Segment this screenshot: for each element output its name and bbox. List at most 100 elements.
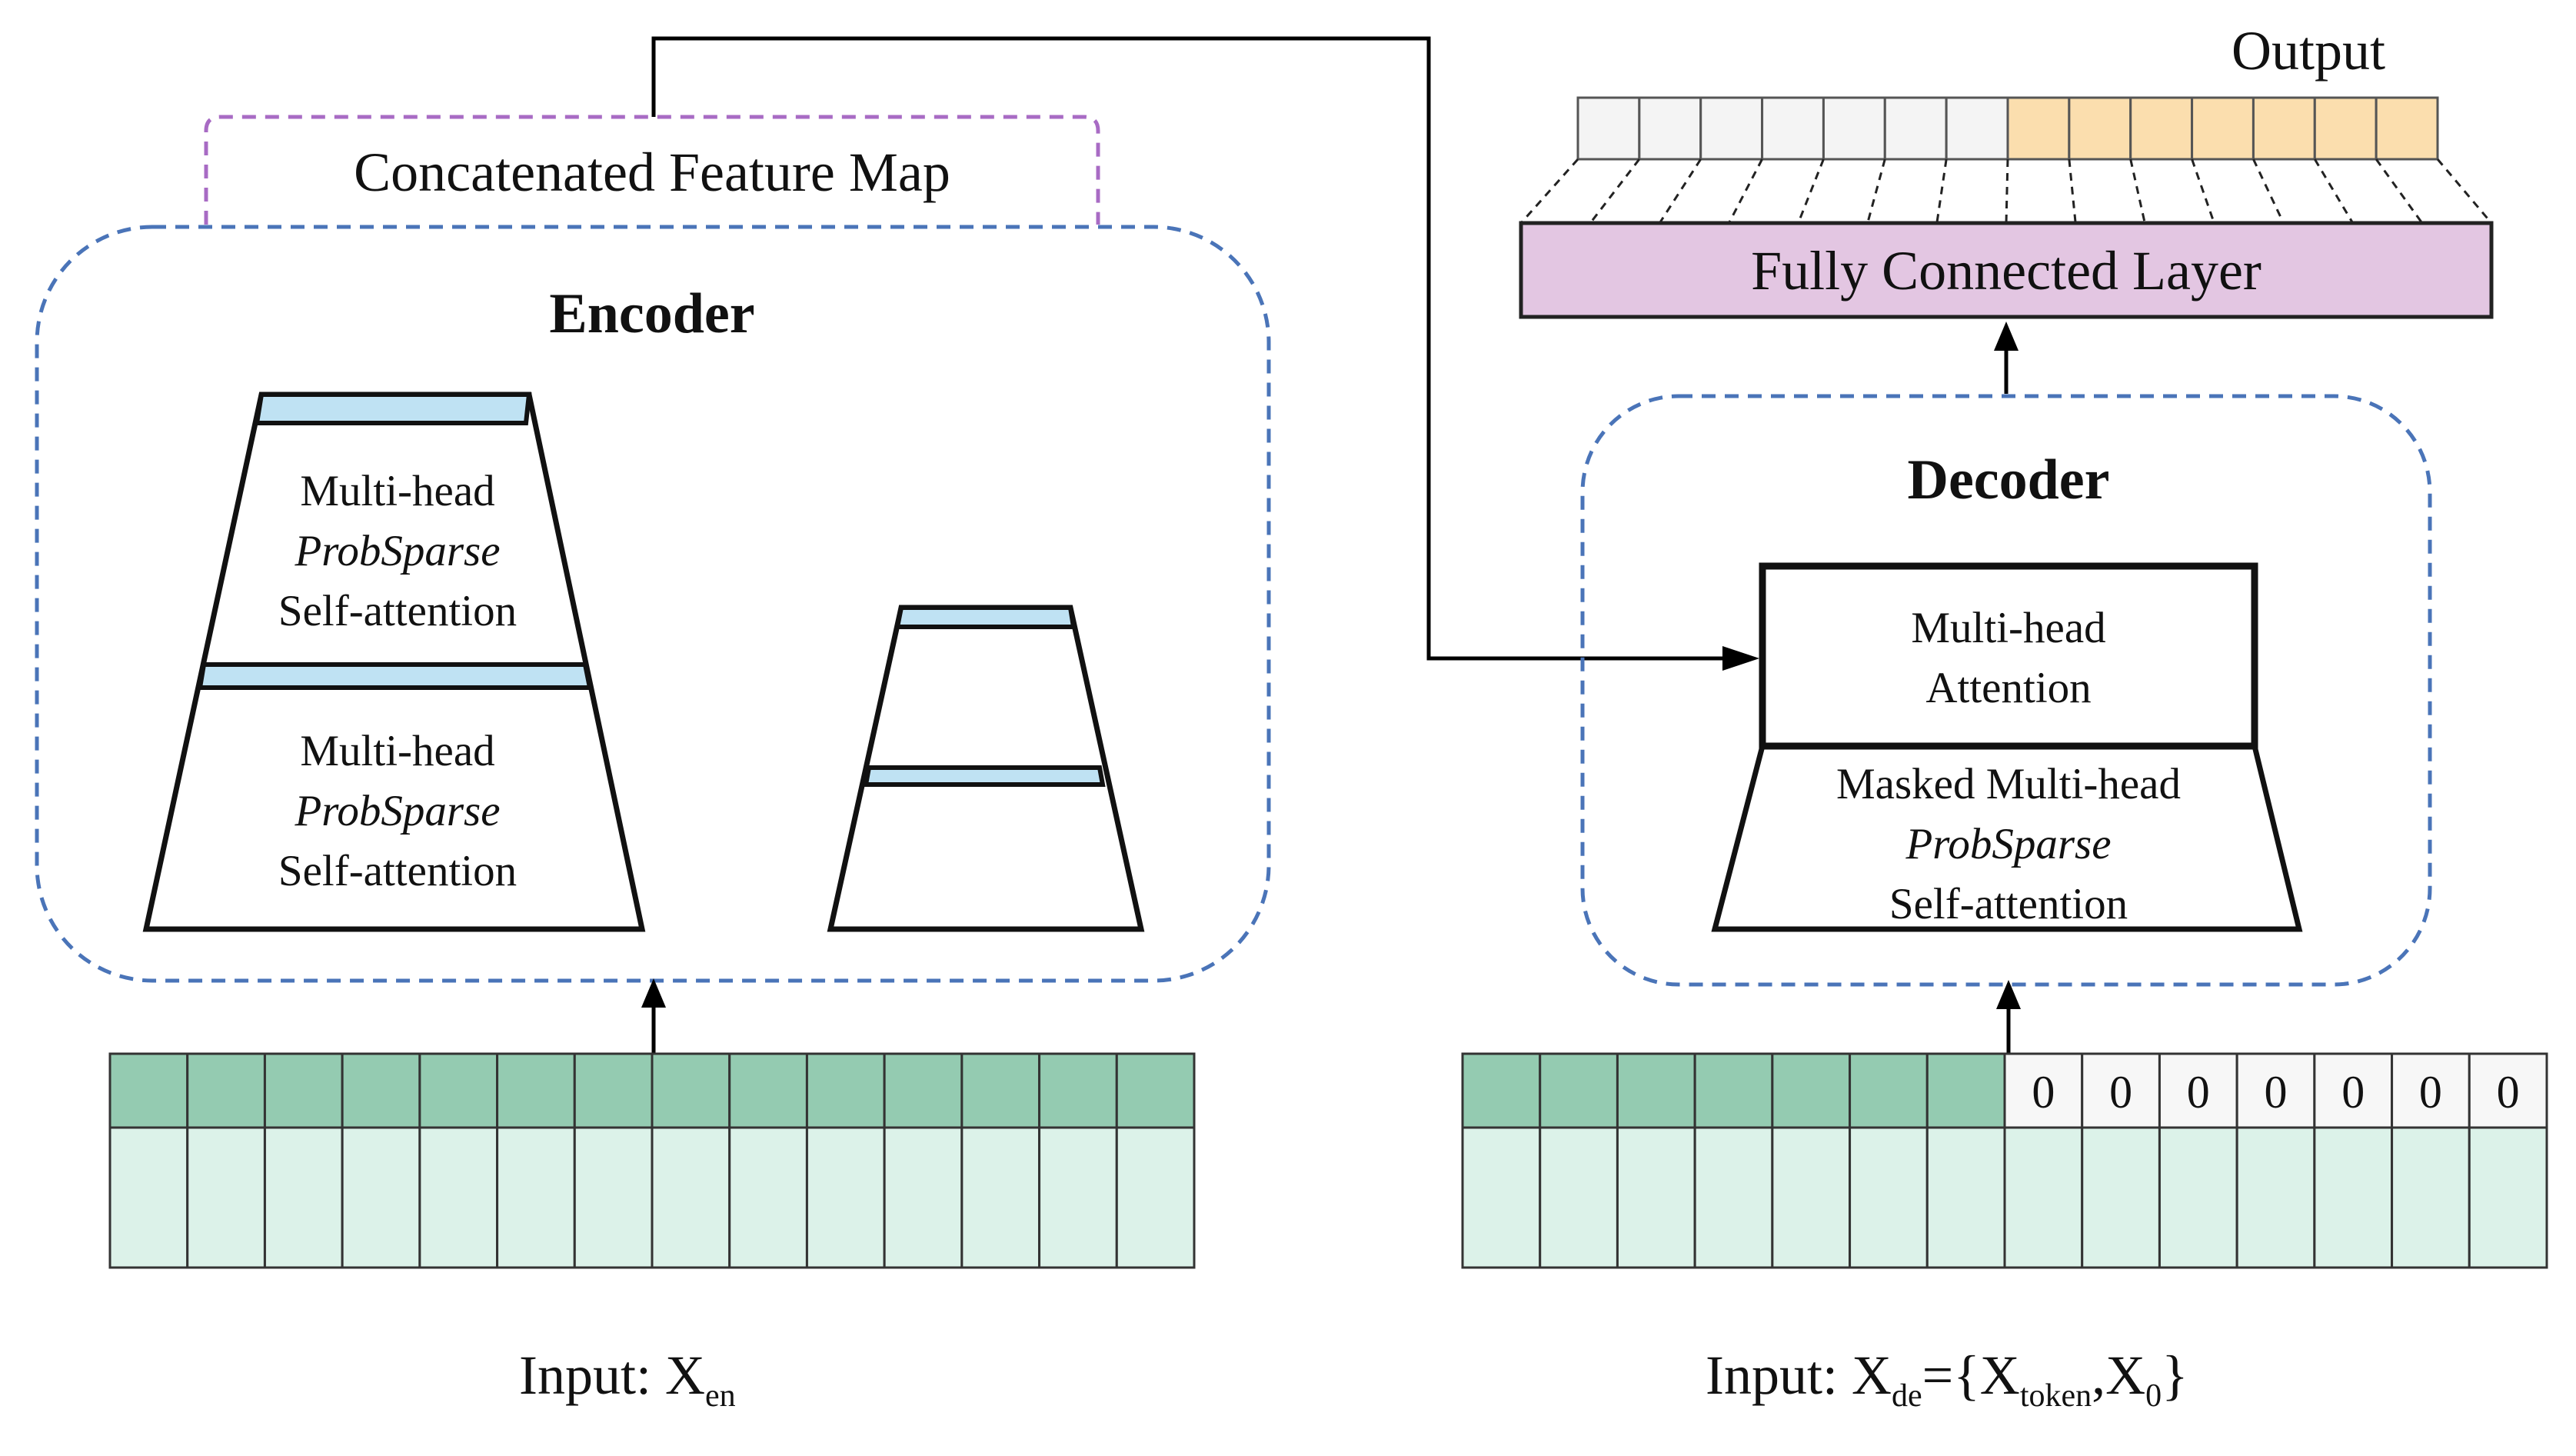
connector-arrowhead <box>1722 646 1759 671</box>
output-cell <box>1822 96 1886 161</box>
output-dashed-connector <box>1519 158 1579 224</box>
encoder-input-bottom-cell <box>960 1126 1041 1269</box>
decoder-block: Decoder Multi-head Attention Masked Mult… <box>1580 394 2432 987</box>
decoder-input-bottom-cell <box>1616 1126 1696 1269</box>
encoder-input-top-cell <box>496 1052 576 1129</box>
encoder-top-band <box>254 392 532 425</box>
output-dashed-connector <box>2252 158 2285 224</box>
encoder-input-top-cell <box>651 1052 731 1129</box>
decoder-attention-box <box>1759 562 2258 750</box>
encoder-input-bottom-cell <box>883 1126 964 1269</box>
fully-connected-layer: Fully Connected Layer <box>1519 221 2494 319</box>
decoder-token-cell <box>1693 1052 1774 1129</box>
encoder-input-top-cell <box>728 1052 808 1129</box>
encoder-input-bottom-cell <box>651 1126 731 1269</box>
output-prediction-cell <box>2129 96 2194 161</box>
encoder-input-grid <box>108 1052 1196 1269</box>
encoder-input-bottom-cell <box>186 1126 266 1269</box>
decoder-input-bottom-cell <box>1539 1126 1619 1269</box>
decoder-input-eq: ={X <box>1922 1344 2020 1406</box>
decoder-token-cell <box>1925 1052 2006 1129</box>
output-dashed-connector <box>2005 158 2009 224</box>
output-dashed-connector <box>1866 158 1886 224</box>
output-cell <box>1761 96 1825 161</box>
concatenated-feature-map-label: Concatenated Feature Map <box>354 142 950 203</box>
encoder-input-top-cell <box>573 1052 654 1129</box>
decoder-dashed-box <box>1580 394 2432 987</box>
encoder-input-label: Input: Xen <box>519 1344 736 1414</box>
encoder-input-top-cell <box>1038 1052 1118 1129</box>
encoder-input-bottom-cell <box>728 1126 808 1269</box>
fully-connected-layer-box <box>1519 221 2494 319</box>
encoder-block1-line3: Self-attention <box>278 587 517 635</box>
encoder-block2-line2: ProbSparse <box>294 787 500 835</box>
encoder-input-prefix: Input: X <box>519 1344 705 1406</box>
encoder-input-top-cell <box>341 1052 421 1129</box>
encoder-input-bottom-cell <box>805 1126 886 1269</box>
decoder-input-bottom-cell <box>2158 1126 2238 1269</box>
decoder-zero-cell <box>2081 1052 2161 1129</box>
output-cell <box>1945 96 2009 161</box>
output-dashed-connector <box>2068 158 2077 224</box>
decoder-input-bottom-cell <box>1461 1126 1542 1269</box>
output-prediction-cell <box>2252 96 2316 161</box>
output-cell <box>1699 96 1764 161</box>
encoder-input-bottom-cell <box>108 1126 189 1269</box>
decoder-input-sub-de: de <box>1892 1378 1922 1414</box>
encoder-input-bottom-cell <box>418 1126 499 1269</box>
decoder-zero-value: 0 <box>2109 1067 2132 1118</box>
decoder-input-prefix: Input: X <box>1706 1344 1892 1406</box>
decoder-zero-value: 0 <box>2341 1067 2365 1118</box>
decoder-output-arrowhead <box>1994 322 2019 351</box>
decoder-title: Decoder <box>1908 448 2110 511</box>
decoder-token-cell <box>1771 1052 1852 1129</box>
output-dashed-connector <box>1935 158 1948 224</box>
decoder-input-bottom-cell <box>2313 1126 2394 1269</box>
decoder-input-bottom-cell <box>1849 1126 1929 1269</box>
decoder-zero-cell <box>2313 1052 2394 1129</box>
encoder-attention-stack: Multi-head ProbSparse Self-attention Mul… <box>142 391 646 932</box>
decoder-zero-cell <box>2235 1052 2316 1129</box>
decoder-masked-line1: Masked Multi-head <box>1836 760 2181 808</box>
fully-connected-layer-label: Fully Connected Layer <box>1751 240 2261 302</box>
encoder-decoder-connector <box>651 36 1722 661</box>
output-dashed-connector <box>1797 158 1825 224</box>
output-dashed-connector <box>2436 158 2493 224</box>
output-dashed-connector <box>2375 158 2424 224</box>
concatenated-feature-map-box <box>204 115 1100 225</box>
output-cell <box>1638 96 1702 161</box>
encoder-input-top-cell <box>108 1052 189 1129</box>
decoder-input-sub-zero: 0 <box>2145 1378 2162 1414</box>
encoder-block2-line1: Multi-head <box>300 727 494 775</box>
output-cell <box>1576 96 1641 161</box>
decoder-input-label: Input: Xde={Xtoken,X0} <box>1706 1344 2188 1414</box>
decoder-zero-value: 0 <box>2265 1067 2288 1118</box>
decoder-input-comma: ,X <box>2092 1344 2145 1406</box>
decoder-input-sub-token: token <box>2020 1378 2092 1414</box>
encoder-input-top-cell <box>960 1052 1041 1129</box>
encoder-input-subscript: en <box>705 1378 736 1414</box>
encoder-block: Encoder Multi-head ProbSparse Self-atten… <box>35 225 1271 983</box>
output-dashed-connectors <box>1519 158 2493 224</box>
output-cells <box>1576 96 2439 161</box>
encoder-small-middle-band <box>863 765 1106 787</box>
output-prediction-cell <box>2191 96 2255 161</box>
decoder-zero-cell <box>2158 1052 2238 1129</box>
decoder-input-bottom-cell <box>1693 1126 1774 1269</box>
encoder-middle-band <box>197 662 593 690</box>
output-dashed-connector <box>1659 158 1702 224</box>
decoder-zero-value: 0 <box>2187 1067 2210 1118</box>
output-label: Output <box>2232 20 2385 82</box>
encoder-input-top-cell <box>186 1052 266 1129</box>
encoder-distilled-stack <box>827 605 1145 932</box>
decoder-zero-value: 0 <box>2497 1067 2520 1118</box>
decoder-input-arrowhead <box>1996 980 2021 1009</box>
encoder-input-bottom-cell <box>1115 1126 1196 1269</box>
encoder-small-top-band <box>894 605 1077 629</box>
output-dashed-connector <box>2191 158 2215 224</box>
encoder-input-bottom-cell <box>263 1126 344 1269</box>
decoder-attention-line2: Attention <box>1925 664 2091 712</box>
decoder-token-cell <box>1539 1052 1619 1129</box>
